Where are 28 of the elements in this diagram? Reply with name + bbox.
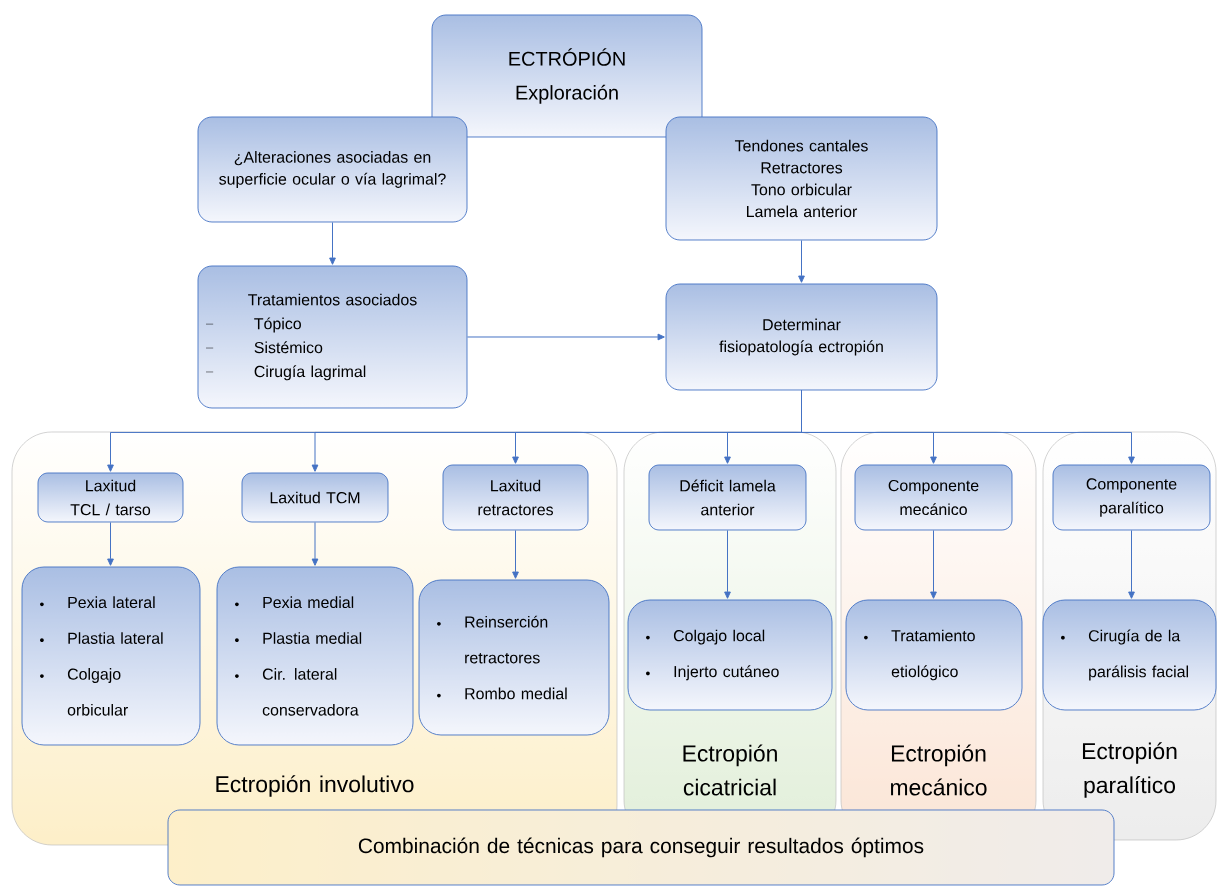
process-box: ¿Alteraciones asociadas en superficie ocular o vía lagrimal? [197,116,468,223]
process-box: Laxitud TCM [241,472,389,523]
process-box: Tratamientos asociados Tópico Sistémico Cirugía lagrimal [197,265,468,409]
list-box: Colgajo local Injerto cutáneo [627,599,833,711]
arrow [512,529,519,579]
arrow [466,333,665,341]
list-box: Pexia medial Plastia medial Cir. lateral conservadora [216,566,414,746]
process-box: Componente paralítico [1052,464,1211,531]
arrow [1128,529,1135,599]
title-box: ECTRÓPIÓN Exploración [431,14,703,138]
process-box: Laxitud TCL / tarso [37,472,184,523]
banner-box: Combinación de técnicas para conseguir resultados óptimos [167,809,1115,886]
arrow [107,521,114,566]
list-box: Reinserción retractores Rombo medial [418,579,610,736]
process-box: Determinar fisiopatología ectropión [665,283,938,391]
process-box: Componente mecánico [854,464,1013,531]
arrow [311,521,319,566]
process-box: Laxitud retractores [442,464,589,531]
arrow [329,221,336,265]
arrow [724,529,731,599]
arrow [930,529,937,599]
process-box: Tendones cantales Retractores Tono orbicular Lamela anterior [665,116,938,241]
list-box: Cirugía de la parálisis facial [1042,599,1217,711]
list-box: Pexia lateral Plastia lateral Colgajo orbicular [21,566,201,746]
arrow [801,389,1135,464]
process-box: Déficit lamela anterior [648,464,807,531]
arrow [798,239,805,283]
list-box: Tratamiento etiológico [845,599,1023,711]
